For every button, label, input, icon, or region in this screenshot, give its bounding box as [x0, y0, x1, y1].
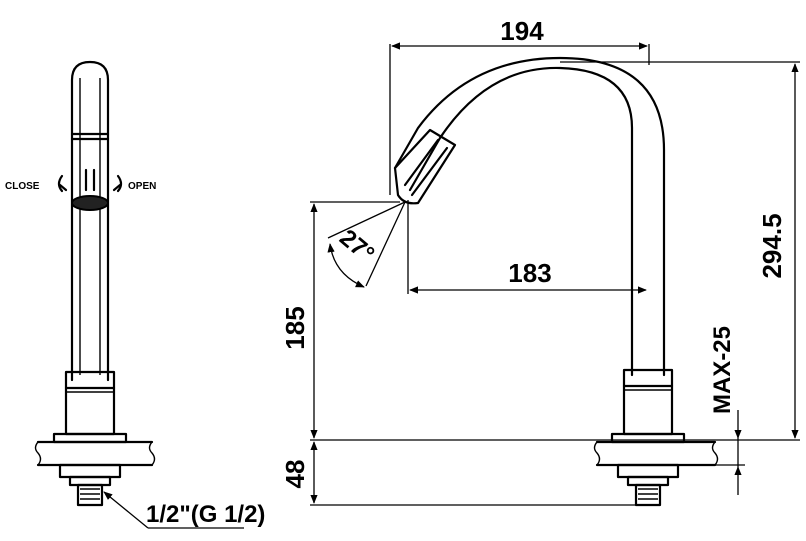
thread-label: 1/2"(G 1/2) [146, 501, 265, 528]
front-view [393, 56, 719, 507]
dim-angle-27: 27° [334, 224, 379, 268]
spout-outer-curve [393, 56, 666, 377]
side-nut [58, 463, 122, 479]
side-view: CLOSE OPEN 1/2"(G 1/2) [5, 60, 265, 529]
front-base-collar [622, 368, 674, 436]
front-counter [595, 440, 717, 467]
dim-194: 194 [500, 16, 544, 46]
front-flange [610, 432, 686, 444]
dim-183: 183 [508, 258, 551, 288]
close-arrow-icon [57, 174, 68, 193]
side-counter [36, 440, 154, 467]
side-base-collar [64, 370, 116, 436]
spout-inner-curve [408, 66, 634, 377]
side-thread-shank [76, 483, 104, 507]
front-nut [616, 463, 680, 479]
dim-max-25: MAX-25 [709, 326, 736, 414]
aerator-head [393, 128, 457, 205]
dim-294-5: 294.5 [757, 213, 787, 278]
dim-185: 185 [280, 306, 310, 349]
handle-knob [71, 195, 109, 211]
close-label: CLOSE [5, 181, 40, 192]
front-thread-shank [634, 483, 662, 507]
dim-48: 48 [280, 460, 310, 489]
side-stem [70, 60, 110, 382]
open-arrow-icon [112, 174, 123, 193]
side-flange [52, 432, 128, 444]
open-label: OPEN [128, 181, 156, 192]
dimension-lines: 194 183 294.5 185 48 MAX-25 27° [280, 16, 800, 506]
